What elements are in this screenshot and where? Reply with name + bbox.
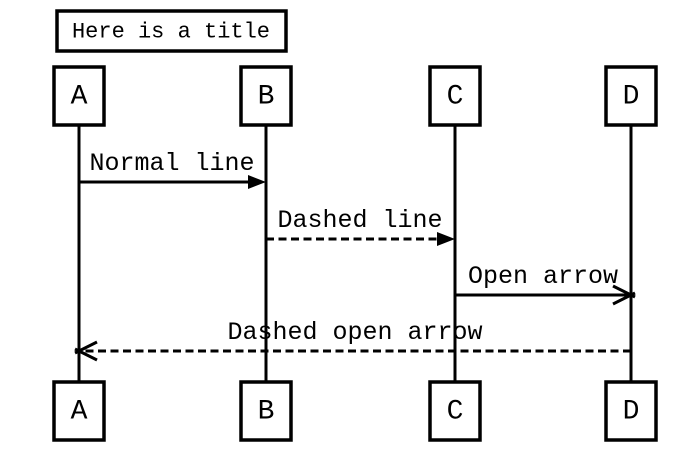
- actor-B: B B: [239, 65, 293, 442]
- actor-B-bottom-label: B: [258, 397, 275, 428]
- actor-A: A A: [52, 65, 106, 442]
- actor-A-bottom-box: [52, 380, 106, 442]
- actor-B-top-label: B: [258, 82, 275, 113]
- message-dashed-line: Dashed line: [266, 206, 455, 246]
- diagram-title: Here is a title: [72, 20, 270, 45]
- diagram-title-box: [55, 9, 288, 53]
- message-dashed-open-arrow-label: Dashed open arrow: [227, 318, 482, 347]
- arrowhead-open-icon: [612, 284, 636, 306]
- actor-C-top-box: [428, 65, 482, 127]
- message-normal-line-label: Normal line: [89, 149, 254, 178]
- arrowhead-filled-icon: [437, 232, 455, 246]
- message-open-arrow-label: Open arrow: [468, 262, 618, 291]
- message-normal-line: Normal line: [79, 149, 266, 189]
- arrowhead-filled-icon: [248, 175, 266, 189]
- actor-D-top-label: D: [623, 82, 640, 113]
- actor-C: C C: [428, 65, 482, 442]
- message-dashed-line-label: Dashed line: [277, 206, 442, 235]
- actor-B-bottom-box: [239, 380, 293, 442]
- actor-D: D D: [604, 65, 658, 442]
- actor-D-bottom-label: D: [623, 397, 640, 428]
- actor-C-bottom-box: [428, 380, 482, 442]
- actor-A-bottom-label: A: [71, 397, 88, 428]
- arrowhead-open-icon: [74, 340, 98, 362]
- actor-D-bottom-box: [604, 380, 658, 442]
- diagram-title-group: Here is a title: [55, 9, 288, 53]
- actor-D-top-box: [604, 65, 658, 127]
- message-open-arrow: Open arrow: [455, 262, 636, 306]
- actor-C-top-label: C: [447, 82, 464, 113]
- actor-C-bottom-label: C: [447, 397, 464, 428]
- actor-A-top-box: [52, 65, 106, 127]
- actor-A-top-label: A: [71, 82, 88, 113]
- message-dashed-open-arrow: Dashed open arrow: [74, 318, 631, 362]
- actor-B-top-box: [239, 65, 293, 127]
